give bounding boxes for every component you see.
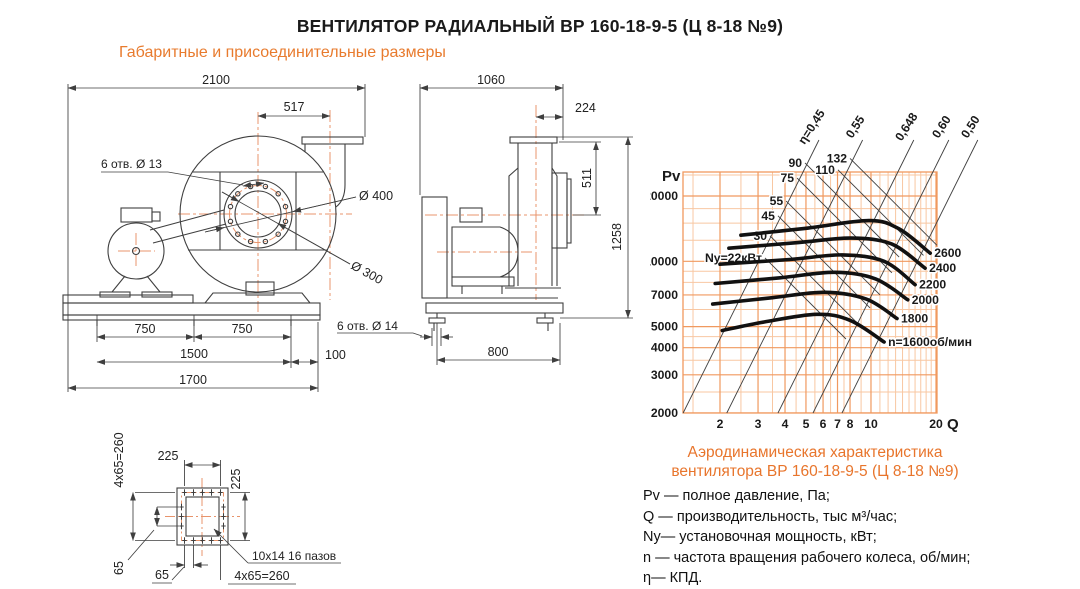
chart-x-tick-8: 8: [847, 417, 854, 431]
flange-dim-lines: [127, 460, 341, 585]
chart-y-tick-3000: 3000: [651, 368, 678, 382]
legend-n: n — частота вращения рабочего колеса, об…: [643, 549, 971, 566]
dim-outlet-height: 511: [580, 168, 594, 188]
page-title: ВЕНТИЛЯТОР РАДИАЛЬНЫЙ ВР 160-18-9-5 (Ц 8…: [296, 16, 784, 36]
power-label-90: 90: [788, 156, 802, 170]
legend-q: Q — производительность, тыс м³/час;: [643, 508, 898, 525]
dim-outlet-offset: 517: [284, 100, 305, 114]
chart-x-tick-10: 10: [864, 417, 878, 431]
dim-outlet-width: 224: [575, 101, 596, 115]
chart-border: [682, 171, 938, 414]
chart-y-tick-7000: 7000: [651, 288, 678, 302]
rpm-curves: [710, 218, 932, 344]
dim-base-span: 800: [488, 345, 509, 359]
symbols-legend: Pv — полное давление, Па; Q — производит…: [643, 486, 970, 589]
rpm-label-2600: 2600: [934, 246, 961, 260]
rpm-label-1800: 1800: [901, 312, 928, 326]
side-dim-lines: [337, 84, 633, 365]
dimensions-subtitle: Габаритные и присоединительные размеры: [119, 44, 446, 61]
front-view-drawing: 2100 517 6 отв. Ø 13 Ø 400 Ø 300 750 750…: [62, 73, 393, 392]
power-label-75: 75: [781, 171, 795, 185]
dim-inlet-diameter: Ø 400: [359, 189, 393, 203]
dim-bolt-span-right: 225: [229, 469, 243, 490]
chart-y-tick-10000: 10000: [650, 254, 678, 268]
dim-bolt-span-left: 4x65=260: [112, 432, 126, 487]
chart-x-tick-7: 7: [834, 417, 841, 431]
legend-eta: η— КПД.: [643, 570, 703, 587]
dim-bolt-span-bottom: 4x65=260: [234, 569, 289, 583]
chart-x-axis-label: Q: [947, 416, 959, 433]
chart-y-axis-label: Pv: [662, 168, 681, 185]
chart-x-tick-20: 20: [929, 417, 943, 431]
rpm-curve-1800: [710, 290, 899, 321]
front-dim-texts: 2100 517 6 отв. Ø 13 Ø 400 Ø 300 750 750…: [101, 73, 393, 387]
eta-label-050: 0,50: [958, 113, 983, 141]
chart-y-tick-4000: 4000: [651, 341, 678, 355]
chart-x-tick-6: 6: [820, 417, 827, 431]
dim-impeller-diameter: Ø 300: [349, 258, 386, 287]
flange-dim-texts: 4x65=260 225 225 65 65 10x14 16 пазов 4x…: [112, 432, 336, 583]
power-label-45: 45: [761, 209, 775, 223]
flange-geometry: [176, 487, 229, 546]
flange-view-drawing: 4x65=260 225 225 65 65 10x14 16 пазов 4x…: [112, 432, 341, 585]
side-centerlines: [425, 105, 585, 300]
front-dim-lines: [67, 84, 366, 392]
dim-depth-total: 1060: [477, 73, 505, 87]
dim-pitch-bottom: 65: [155, 568, 169, 582]
rpm-curve-2400: [727, 236, 927, 270]
power-lines: [764, 158, 938, 340]
chart-x-tick-2: 2: [717, 417, 724, 431]
rpm-label-2000: 2000: [912, 293, 939, 307]
rpm-curve-2000: [713, 270, 910, 302]
side-dim-texts: 1060 224 511 1258 800 6 отв. Ø 14: [337, 73, 624, 359]
eta-label-060: 0,60: [929, 113, 954, 141]
front-geometry: [62, 135, 364, 326]
rpm-label-2400: 2400: [929, 261, 956, 275]
power-label-132: 132: [827, 151, 848, 165]
side-geometry: [421, 136, 572, 331]
dim-holes-span: 1500: [180, 347, 208, 361]
dim-height-total: 1258: [610, 223, 624, 251]
dim-foot-left: 750: [135, 322, 156, 336]
legend-pv: Pv — полное давление, Па;: [643, 488, 830, 504]
chart-x-tick-3: 3: [755, 417, 762, 431]
legend-ny: Ny— установочная мощность, кВт;: [643, 529, 877, 546]
rpm-curve-2600: [739, 218, 932, 255]
chart-caption-line2: вентилятора ВР 160-18-9-5 (Ц 8-18 №9): [671, 463, 959, 480]
power-label-110: 110: [815, 163, 835, 177]
dim-base-holes: 6 отв. Ø 14: [337, 319, 398, 333]
chart-x-tick-5: 5: [803, 417, 810, 431]
dim-width-total: 2100: [202, 73, 230, 87]
eta-label-045: η=0,45: [795, 107, 828, 147]
chart-y-tick-20000: 20000: [650, 189, 678, 203]
eta-label-0648: 0,648: [892, 110, 920, 143]
dim-inlet-holes: 6 отв. Ø 13: [101, 157, 162, 171]
rpm-label-1600: n=1600об/мин: [888, 335, 972, 349]
dim-base-length: 1700: [179, 373, 207, 387]
eta-label-055: 0,55: [843, 113, 868, 141]
chart-caption-line1: Аэродинамическая характеристика: [687, 444, 943, 461]
dim-foot-right: 750: [232, 322, 253, 336]
chart-x-tick-4: 4: [782, 417, 789, 431]
flange-slot-marks: [179, 489, 226, 544]
dim-bolt-span-top: 225: [158, 449, 179, 463]
chart-y-tick-5000: 5000: [651, 320, 678, 334]
dim-slot-note: 10x14 16 пазов: [252, 549, 336, 563]
chart-y-tick-2000: 2000: [651, 406, 678, 420]
chart-caption: Аэродинамическая характеристика вентилят…: [645, 443, 985, 481]
rpm-label-2200: 2200: [919, 278, 946, 292]
dim-edge-offset: 100: [325, 348, 346, 362]
rpm-curve-2200: [718, 253, 917, 287]
rpm-curve-1600: [720, 312, 886, 344]
side-view-drawing: 1060 224 511 1258 800 6 отв. Ø 14: [337, 73, 633, 365]
power-label-55: 55: [770, 194, 784, 208]
dim-pitch-left: 65: [112, 561, 126, 575]
